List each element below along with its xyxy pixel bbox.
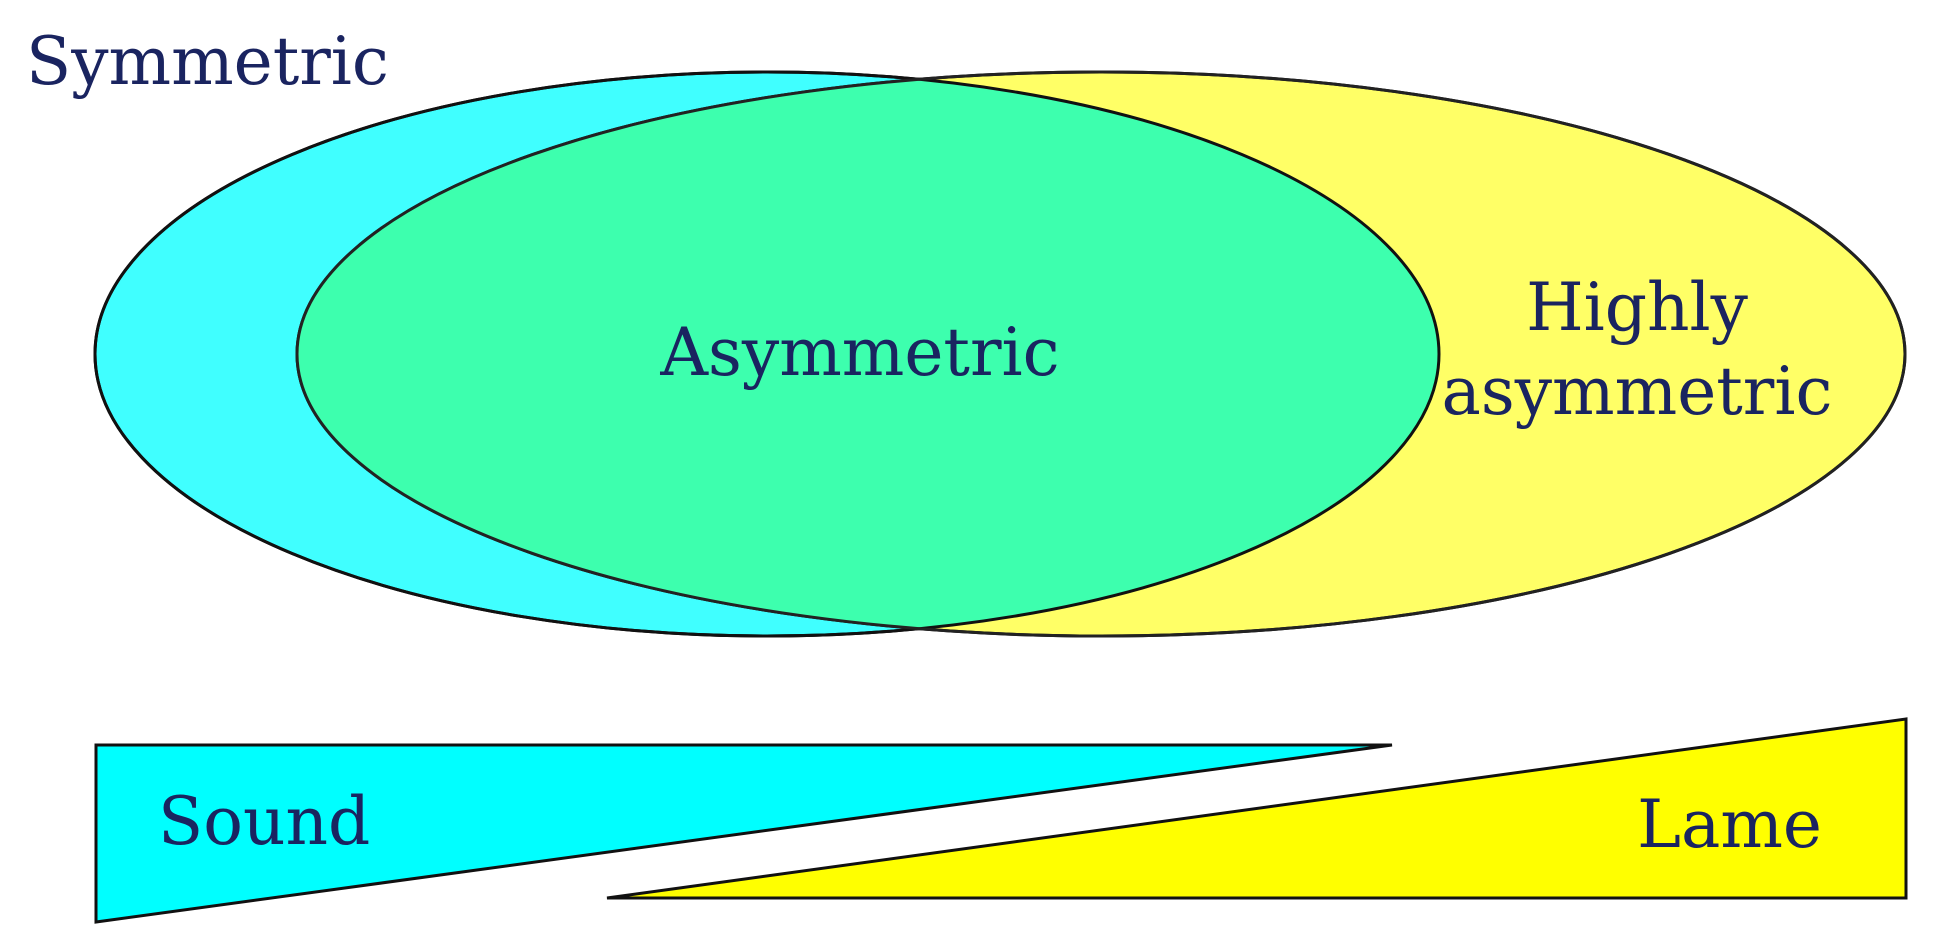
asymmetric-label: Asymmetric — [659, 314, 1059, 391]
lame-wedge — [606, 717, 1908, 900]
sound-wedge — [94, 743, 1393, 924]
sound-label: Sound — [158, 783, 370, 860]
highly-asymmetric-label-line1: Highly — [1526, 269, 1749, 346]
highly-asymmetric-ellipse-outline — [295, 70, 1907, 638]
lame-label: Lame — [1637, 786, 1822, 863]
symmetric-ellipse-outline — [93, 70, 1441, 638]
asymmetric-overlap-region — [297, 72, 1439, 636]
highly-asymmetric-label-line2: asymmetric — [1442, 353, 1833, 430]
symmetric-label: Symmetric — [26, 23, 389, 100]
